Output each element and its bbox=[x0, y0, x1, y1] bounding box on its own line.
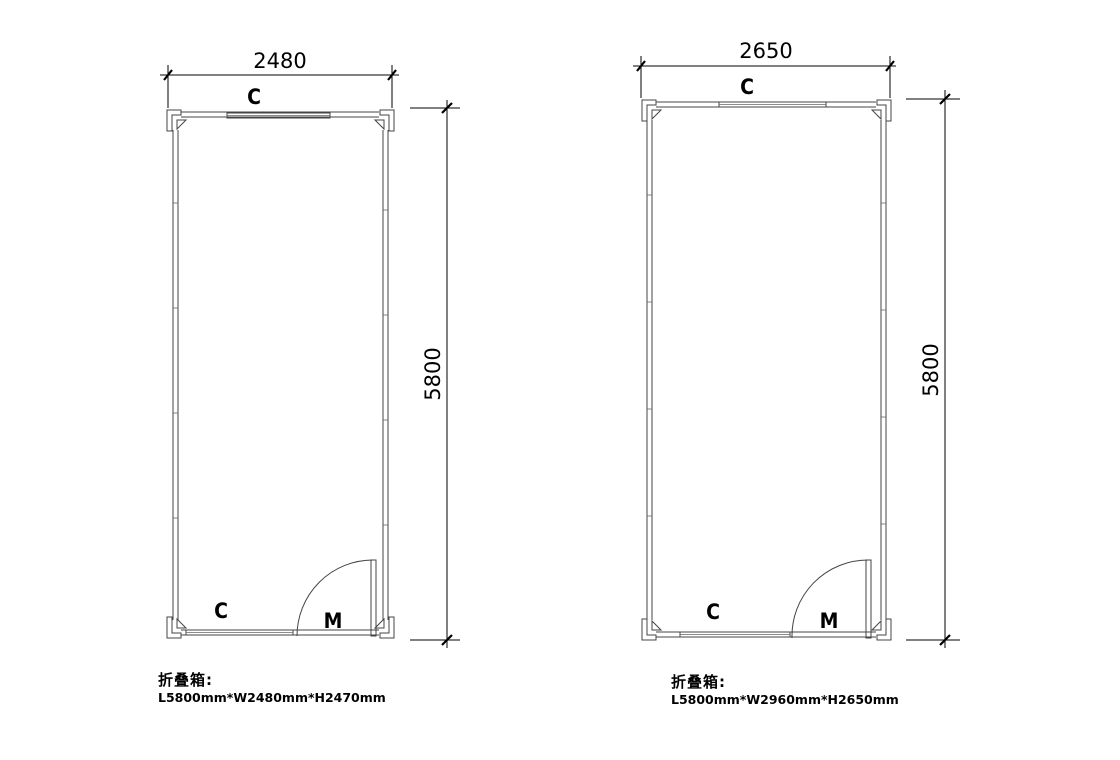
plan-1-bottom-window-label: C bbox=[214, 599, 228, 623]
plan-1-width-dimension: 2480 bbox=[160, 49, 399, 108]
plan-1-corner-posts bbox=[166, 109, 395, 639]
plan-1-top-window: C bbox=[226, 85, 331, 119]
plan-2-width-dimension: 2650 bbox=[633, 39, 896, 98]
plan-1-length-dimension: 5800 bbox=[410, 100, 460, 648]
plan-2-length-dimension: 5800 bbox=[906, 90, 960, 648]
plan-1-caption-title: 折叠箱: bbox=[158, 671, 213, 689]
plan-2-top-window: C bbox=[718, 75, 827, 108]
plan-1-caption-spec: L5800mm*W2480mm*H2470mm bbox=[158, 689, 386, 705]
plan-1-walls bbox=[172, 111, 389, 636]
plan-1: 2480 5800 bbox=[160, 49, 460, 648]
plan-1-caption: 折叠箱: L5800mm*W2480mm*H2470mm bbox=[158, 671, 386, 705]
plan-2-caption: 折叠箱: L5800mm*W2960mm*H2650mm bbox=[671, 673, 899, 707]
plan-1-length-value: 5800 bbox=[421, 347, 445, 400]
plan-2-walls bbox=[646, 101, 887, 638]
plan-2-corner-posts bbox=[641, 99, 892, 641]
plan-2-caption-title: 折叠箱: bbox=[671, 673, 726, 691]
plan-2-door-label: M bbox=[820, 609, 839, 633]
plan-1-width-value: 2480 bbox=[253, 49, 306, 73]
plan-1-top-window-label: C bbox=[247, 85, 261, 109]
plan-2-width-value: 2650 bbox=[739, 39, 792, 63]
plan-2-bottom-window: C bbox=[679, 600, 791, 638]
plan-2-bottom-window-label: C bbox=[706, 600, 720, 624]
plan-1-bottom-window: C bbox=[185, 599, 294, 636]
plan-2-top-window-label: C bbox=[740, 75, 754, 99]
plan-1-door: M bbox=[296, 559, 377, 637]
plan-1-door-label: M bbox=[324, 609, 343, 633]
plan-2-length-value: 5800 bbox=[919, 343, 943, 396]
plan-2-caption-spec: L5800mm*W2960mm*H2650mm bbox=[671, 691, 899, 707]
plan-2: 2650 5800 bbox=[633, 39, 960, 648]
plan-2-door: M bbox=[791, 559, 872, 639]
